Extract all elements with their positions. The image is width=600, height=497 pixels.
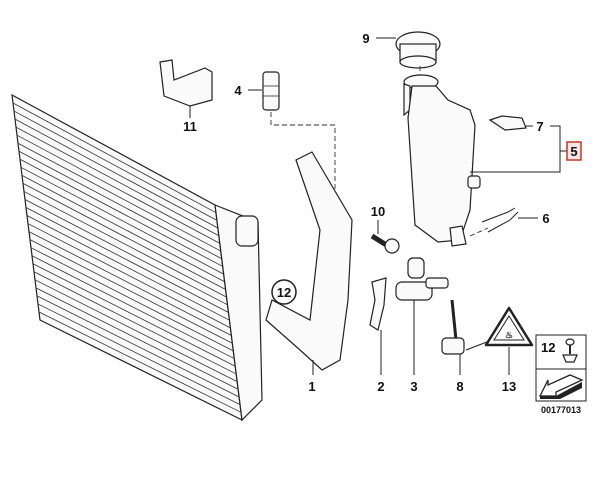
radiator-fin xyxy=(38,311,242,413)
callout-12[interactable]: 12 xyxy=(277,285,291,300)
radiator-fin xyxy=(30,247,234,352)
sensor-part-3 xyxy=(395,257,449,301)
callout-circle xyxy=(271,279,297,305)
legend-box: 12 xyxy=(535,334,587,402)
sleeve-part-4 xyxy=(262,71,280,111)
callout-10[interactable]: 10 xyxy=(371,204,385,219)
clip-part-6 xyxy=(481,207,519,233)
radiator-fin xyxy=(18,150,222,260)
radiator-fin xyxy=(16,134,221,244)
expansion-tank-part-5 xyxy=(403,74,481,247)
cap-part-9 xyxy=(395,31,441,69)
callout-6[interactable]: 6 xyxy=(542,211,549,226)
radiator-fin xyxy=(24,199,228,306)
radiator-fin xyxy=(25,207,229,313)
radiator-fin xyxy=(35,287,239,390)
radiator-fin xyxy=(29,239,233,344)
radiator xyxy=(11,93,263,422)
legend-item-12: 12 xyxy=(541,340,555,355)
radiator-fin xyxy=(13,110,218,221)
diagram-number: 00177013 xyxy=(541,405,581,415)
radiator-fin xyxy=(22,183,226,290)
radiator-fin xyxy=(12,102,217,214)
radiator-fin xyxy=(21,175,225,283)
warning-sticker-part-13: ♨ xyxy=(484,306,534,347)
radiator-fin xyxy=(31,255,235,359)
radiator-fin xyxy=(19,158,223,267)
radiator-fin xyxy=(26,215,230,321)
radiator-fin xyxy=(15,126,220,237)
clip-part-7 xyxy=(488,115,527,131)
svg-text:♨: ♨ xyxy=(505,330,513,340)
radiator-fin xyxy=(32,263,236,367)
highlight-box xyxy=(566,141,582,161)
radiator-fin xyxy=(27,223,231,329)
push-rivet-icon xyxy=(562,338,578,363)
level-sensor-part-8 xyxy=(441,299,465,355)
radiator-fin xyxy=(28,231,232,336)
radiator-fin xyxy=(20,166,224,275)
bracket-part-1 xyxy=(265,151,353,371)
callout-13[interactable]: 13 xyxy=(502,379,516,394)
radiator-fin xyxy=(37,303,241,406)
clip-part-2 xyxy=(369,277,387,331)
callout-2[interactable]: 2 xyxy=(377,379,384,394)
callout-11[interactable]: 11 xyxy=(183,119,197,134)
radiator-fin xyxy=(36,295,240,398)
callout-5[interactable]: 5 xyxy=(570,144,577,159)
callout-7[interactable]: 7 xyxy=(536,119,543,134)
callout-4[interactable]: 4 xyxy=(234,83,242,98)
callout-9[interactable]: 9 xyxy=(362,31,369,46)
radiator-fin xyxy=(17,142,221,252)
radiator-fin xyxy=(33,271,237,375)
radiator-fin xyxy=(23,191,227,298)
radiator-fin xyxy=(14,118,219,229)
callout-3[interactable]: 3 xyxy=(410,379,417,394)
bracket-part-11 xyxy=(159,59,213,107)
callout-1[interactable]: 1 xyxy=(308,379,315,394)
radiator-fin xyxy=(34,279,238,382)
screw-part-10 xyxy=(370,233,400,254)
arrow-icon xyxy=(538,374,584,397)
callout-8[interactable]: 8 xyxy=(456,379,463,394)
